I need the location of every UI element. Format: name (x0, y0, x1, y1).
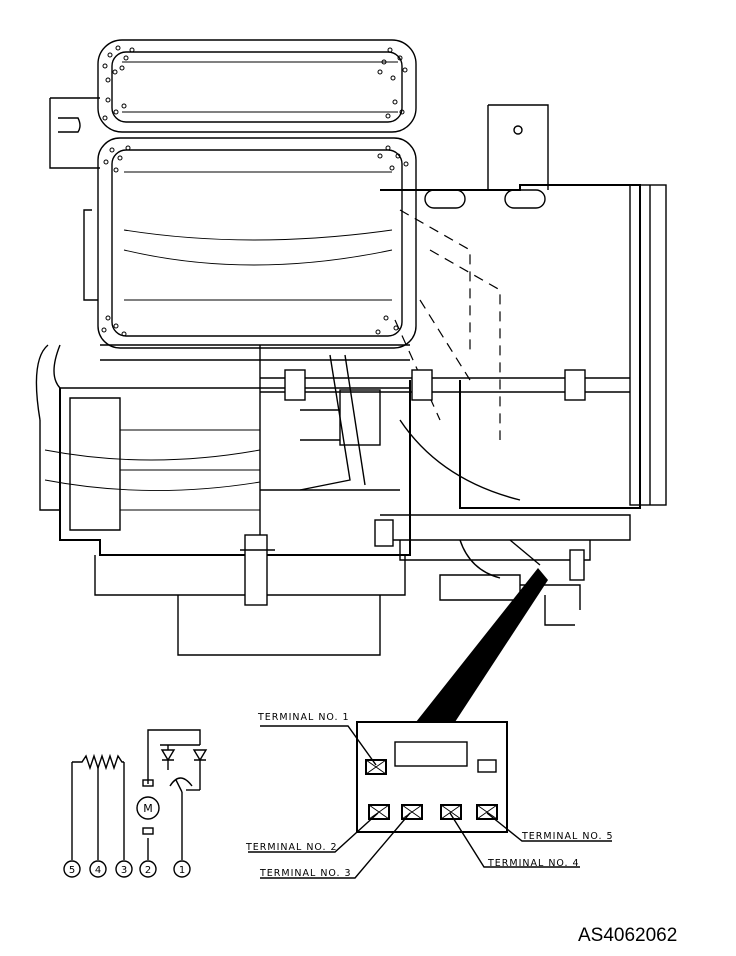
wiring-schematic: M 5 4 3 2 1 (63, 729, 208, 878)
terminal-pin-4 (440, 804, 462, 820)
connector-key (477, 759, 497, 773)
terminal-5-label: TERMINAL NO. 5 (521, 831, 614, 842)
svg-text:4: 4 (95, 865, 101, 876)
pin-circle-1: 1 (173, 860, 191, 878)
svg-text:2: 2 (145, 865, 151, 876)
svg-text:M: M (143, 802, 153, 815)
terminal-pin-2 (368, 804, 390, 820)
leader-terminal-1 (260, 725, 377, 766)
svg-text:5: 5 (69, 865, 75, 876)
connector-latch (394, 741, 468, 767)
connector-body (356, 721, 508, 833)
svg-text:1: 1 (179, 865, 185, 876)
blower-assembly-drawing (35, 39, 667, 656)
connector-detail: TERMINAL NO. 1 TERMINAL NO. 2 TERMINAL N… (245, 712, 614, 879)
leader-terminal-4 (449, 812, 580, 868)
terminal-pin-5 (476, 804, 498, 820)
terminal-3-label: TERMINAL NO. 3 (259, 868, 352, 879)
svg-text:3: 3 (121, 865, 127, 876)
pin-circle-4: 4 (89, 860, 107, 878)
terminal-2-label: TERMINAL NO. 2 (245, 842, 338, 853)
terminal-1-label: TERMINAL NO. 1 (257, 712, 350, 723)
terminal-pin-3 (401, 804, 423, 820)
terminal-4-label: TERMINAL NO. 4 (487, 858, 580, 869)
pin-circle-5: 5 (63, 860, 81, 878)
leader-terminal-2 (248, 812, 379, 853)
leader-terminal-5 (486, 812, 612, 842)
pin-circle-3: 3 (115, 860, 133, 878)
figure-code: AS4062062 (578, 925, 677, 946)
detail-leader-wedge (416, 568, 548, 722)
leader-terminal-3 (260, 812, 411, 879)
pin-circle-2: 2 (139, 860, 157, 878)
terminal-pin-1 (365, 759, 387, 775)
motor-symbol: M (136, 779, 160, 835)
